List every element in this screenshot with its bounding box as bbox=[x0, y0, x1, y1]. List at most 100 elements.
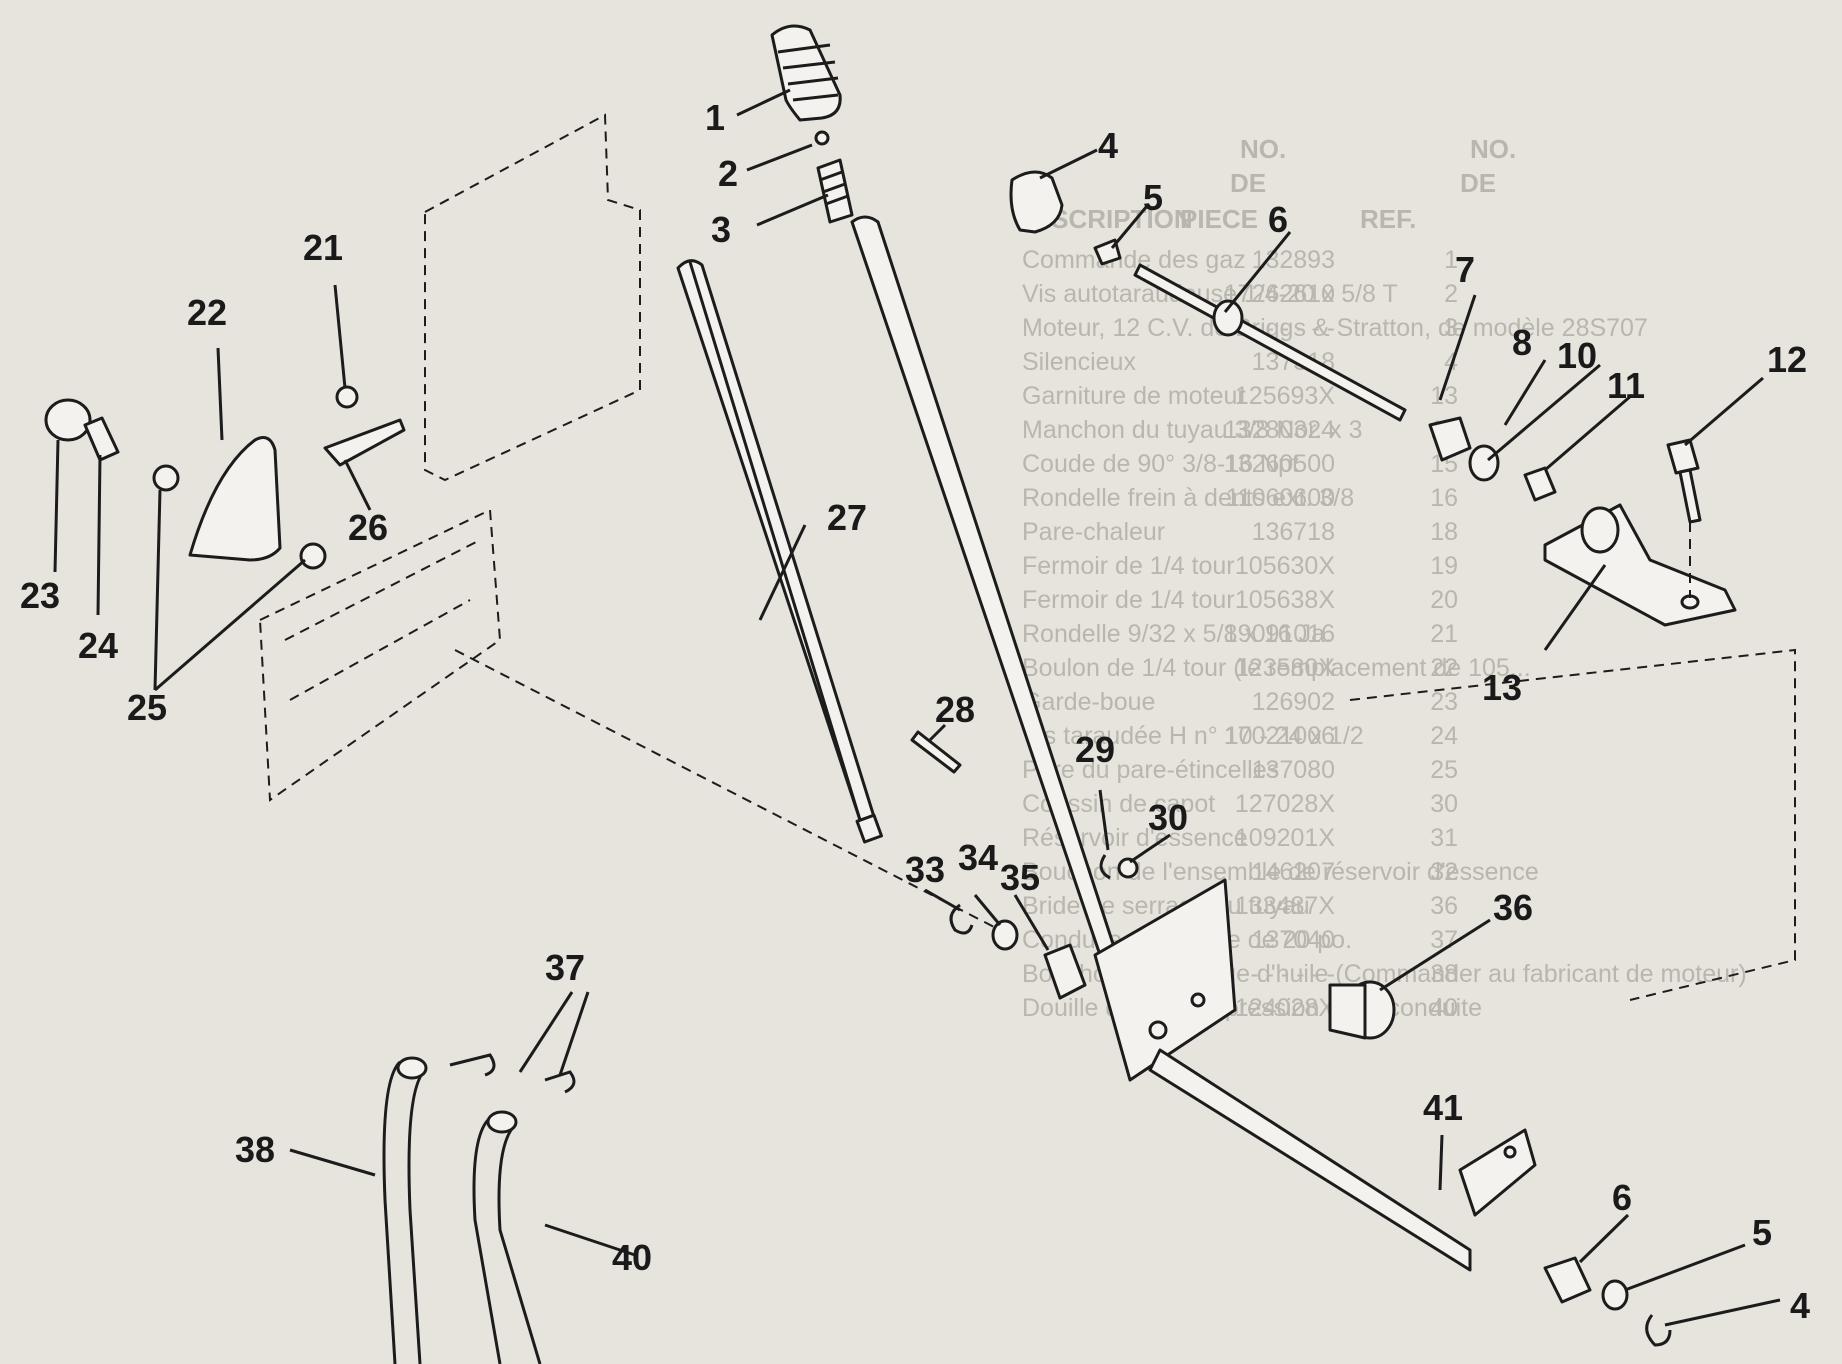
ghost-row-ref: 1 bbox=[1444, 246, 1458, 274]
ghost-row-desc: Rondelle frein à dents ext. 3/8 bbox=[1022, 484, 1354, 512]
callout-30: 36 bbox=[1493, 887, 1533, 928]
ghost-row-part: 133487X bbox=[1235, 892, 1335, 920]
ghost-row-part: 146207 bbox=[1252, 858, 1335, 886]
washer-part-35 bbox=[335, 385, 359, 409]
ghost-parts-table: NO. DE REF. NO. DE PIECE DESCRIPTION 113… bbox=[1015, 134, 1747, 1022]
ghost-row-desc: Commande des gaz bbox=[1022, 246, 1246, 274]
ghost-row-part: 19091016 bbox=[1224, 620, 1335, 648]
ghost-header-no-piece-1: NO. bbox=[1240, 134, 1286, 164]
ghost-row-ref: 16 bbox=[1430, 484, 1458, 512]
knob-housing-part-41 bbox=[188, 436, 282, 562]
washer-part-40a bbox=[152, 464, 180, 492]
ghost-row-ref: 24 bbox=[1430, 722, 1458, 750]
callout-1: 27 bbox=[827, 497, 867, 538]
ghost-row-desc: Rondelle 9/32 x 5/8 x 16 Ja. bbox=[1022, 620, 1332, 648]
callout-8: 2 bbox=[718, 153, 738, 194]
ghost-row-ref: 30 bbox=[1430, 790, 1458, 818]
ghost-row-ref: 32 bbox=[1430, 858, 1458, 886]
bushing-part-6b bbox=[1543, 1256, 1592, 1304]
callout-38: 24 bbox=[78, 625, 118, 666]
ghost-row-part: 137080 bbox=[1252, 756, 1335, 784]
throttle-bracket-plate bbox=[1093, 878, 1537, 1272]
ghost-row-part: 126902 bbox=[1252, 688, 1335, 716]
ghost-row-part: 124028X bbox=[1235, 994, 1335, 1022]
callout-27: 6 bbox=[1268, 199, 1288, 240]
ghost-row-ref: 21 bbox=[1430, 620, 1458, 648]
ghost-header-no-ref-3: REF. bbox=[1360, 204, 1416, 234]
ghost-row-desc: Coude de 90° 3/8-16 Npt bbox=[1022, 450, 1299, 478]
ghost-row-desc: Pare du pare-étincelles bbox=[1022, 756, 1279, 784]
pin-part bbox=[910, 730, 962, 774]
screw-part-34 bbox=[1666, 438, 1702, 524]
callout-4b: 4 bbox=[1790, 1285, 1810, 1326]
washer-part-5b bbox=[1601, 1279, 1629, 1311]
ghost-row-ref: 2 bbox=[1444, 280, 1458, 308]
ghost-row-part: - - - - - - bbox=[1250, 960, 1335, 988]
callout-10: 3 bbox=[711, 209, 731, 250]
ghost-row-ref: 38 bbox=[1430, 960, 1458, 988]
ghost-header-no-piece-3: PIECE bbox=[1180, 204, 1258, 234]
ghost-row-part: 127028X bbox=[1235, 790, 1335, 818]
callout-6: 35 bbox=[1000, 857, 1040, 898]
callout-12: 40 bbox=[612, 1237, 652, 1278]
washer-part-21 bbox=[1117, 857, 1139, 879]
clip-part-22 bbox=[1099, 854, 1111, 880]
ghost-row-part: 105638X bbox=[1235, 586, 1335, 614]
callout-41: 22 bbox=[187, 292, 227, 333]
ghost-row-part: 109201X bbox=[1235, 824, 1335, 852]
dashed-leader-shield bbox=[454, 649, 1001, 931]
bushing-part-6 bbox=[1043, 943, 1087, 1000]
ghost-row-ref: 19 bbox=[1430, 552, 1458, 580]
callout-3: 28 bbox=[935, 689, 975, 730]
ghost-row-desc: Fermoir de 1/4 tour bbox=[1022, 552, 1235, 580]
ghost-row-desc: Fermoir de 1/4 tour bbox=[1022, 586, 1235, 614]
ball-part bbox=[814, 130, 830, 146]
callout-35: 21 bbox=[303, 227, 343, 268]
ghost-row-ref: 23 bbox=[1430, 688, 1458, 716]
ghost-row-desc: Pare-chaleur bbox=[1022, 518, 1165, 546]
ghost-row-desc: Boulon de 1/4 tour (le remplacement de 1… bbox=[1022, 654, 1531, 682]
ghost-row-desc: Garde-boue bbox=[1022, 688, 1155, 716]
clip-part-13b bbox=[544, 1070, 576, 1094]
ghost-header-no-ref-2: DE bbox=[1460, 168, 1496, 198]
throttle-rod-part bbox=[676, 215, 1117, 957]
ghost-row-ref: 22 bbox=[1430, 654, 1458, 682]
ghost-row-part: 13260500 bbox=[1224, 450, 1335, 478]
spring-part bbox=[816, 158, 854, 224]
fuel-line-parts bbox=[382, 1056, 542, 1364]
callout-4: 33 bbox=[905, 849, 945, 890]
callout-22: 29 bbox=[1075, 729, 1115, 770]
callout-29: 4 bbox=[1098, 125, 1118, 166]
callout-26: 7 bbox=[1455, 249, 1475, 290]
callout-37: 23 bbox=[20, 575, 60, 616]
callout-2: 41 bbox=[1423, 1087, 1463, 1128]
ghost-row-part: 136718 bbox=[1252, 518, 1335, 546]
cap-part-37 bbox=[44, 398, 92, 442]
callout-leader-lines bbox=[53, 88, 1781, 1327]
heat-shield-dashed-outline bbox=[258, 113, 641, 802]
ghost-row-desc: Manchon du tuyau 3/8 Nor. x 3 bbox=[1022, 416, 1363, 444]
ghost-row-part: 11060600 bbox=[1226, 484, 1335, 512]
callout-28: 5 bbox=[1143, 177, 1163, 218]
clip-part-36 bbox=[323, 418, 406, 467]
ghost-row-desc: Bouchon de l'ensemble de réservoir d'ess… bbox=[1022, 858, 1539, 886]
clip-part-13a bbox=[449, 1053, 496, 1077]
ghost-row-ref: 18 bbox=[1430, 518, 1458, 546]
throttle-grip-part bbox=[770, 24, 842, 122]
callout-34: 12 bbox=[1767, 339, 1807, 380]
ghost-row-part: 17262610 bbox=[1224, 280, 1335, 308]
bushing-part-30 bbox=[1328, 980, 1396, 1040]
ghost-header-no-ref-1: NO. bbox=[1470, 134, 1516, 164]
ghost-row-ref: 36 bbox=[1430, 892, 1458, 920]
ghost-row-desc: Vis taraudée H n° 10 - 24 x 1/2 bbox=[1022, 722, 1364, 750]
ghost-row-part: 137040 bbox=[1252, 926, 1335, 954]
ghost-row-part: 123580X bbox=[1235, 654, 1335, 682]
ghost-row-desc: Moteur, 12 C.V. de Briggs & Stratton, de… bbox=[1022, 314, 1648, 342]
ghost-header-no-piece-2: DE bbox=[1230, 168, 1266, 198]
callout-24: 10 bbox=[1557, 335, 1597, 376]
adjust-rod-assembly bbox=[1009, 170, 1557, 502]
ghost-row-part: 13280324 bbox=[1224, 416, 1335, 444]
